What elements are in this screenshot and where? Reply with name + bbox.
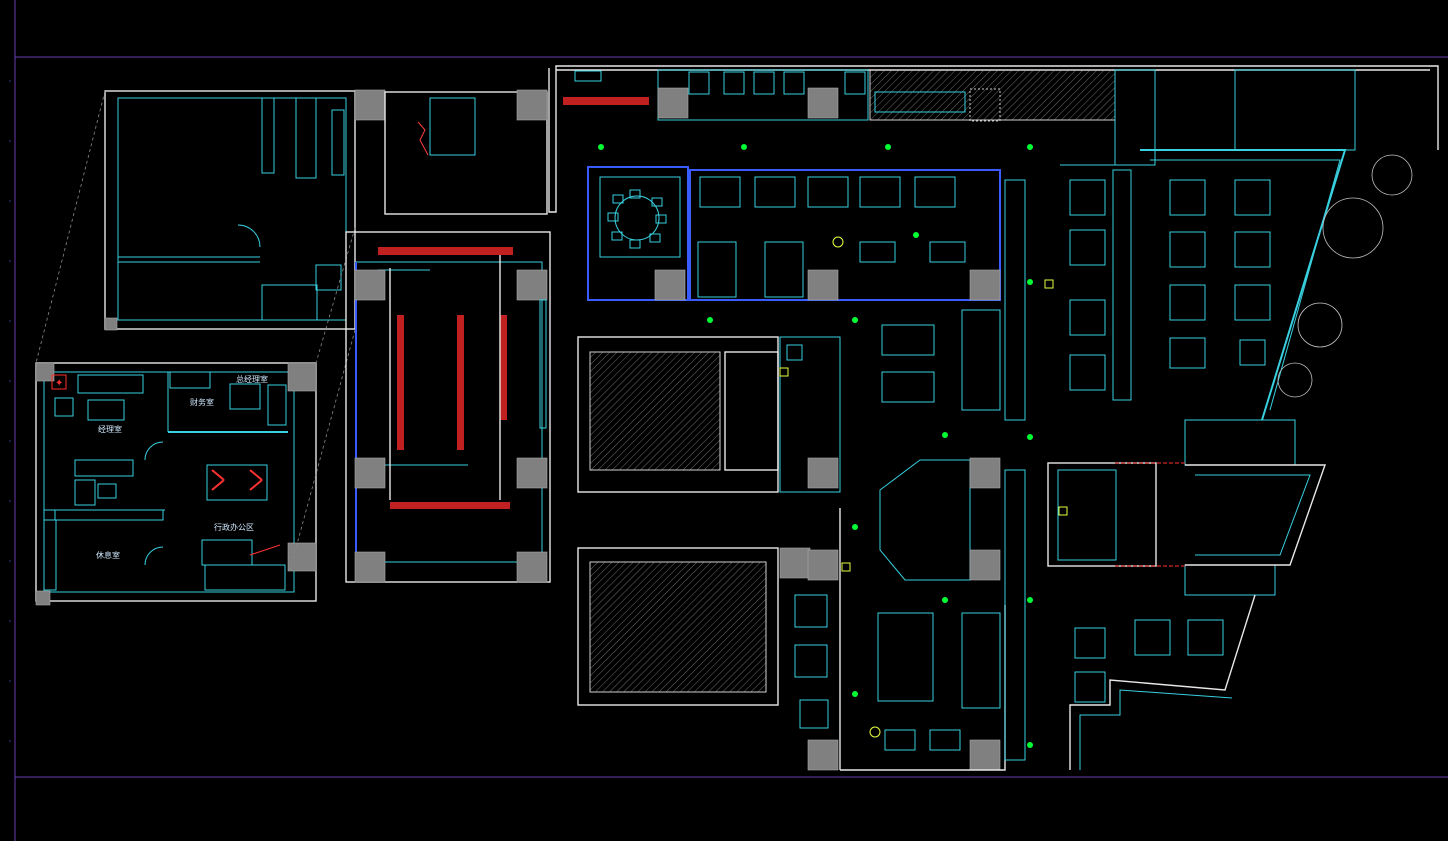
upper-left-block bbox=[104, 89, 548, 331]
projection-lines bbox=[35, 90, 356, 571]
label-general-manager-room: 总经理室 bbox=[236, 374, 268, 384]
label-manager-room: 经理室 bbox=[98, 424, 122, 434]
drawing-frame bbox=[9, 0, 1448, 841]
landscape-trees bbox=[1277, 154, 1413, 398]
label-lounge: 休息室 bbox=[96, 550, 120, 560]
main-hall bbox=[548, 65, 1439, 771]
svg-text:✦: ✦ bbox=[55, 378, 63, 389]
gallery-block bbox=[345, 231, 551, 583]
label-finance-room: 财务室 bbox=[190, 397, 214, 407]
office-block: ✦ 经理室 财务室 总经理室 行政办公区 休息室 bbox=[35, 362, 317, 606]
light-points bbox=[598, 144, 1033, 748]
label-admin-office: 行政办公区 bbox=[214, 522, 254, 532]
fixture-symbols bbox=[779, 236, 1068, 738]
